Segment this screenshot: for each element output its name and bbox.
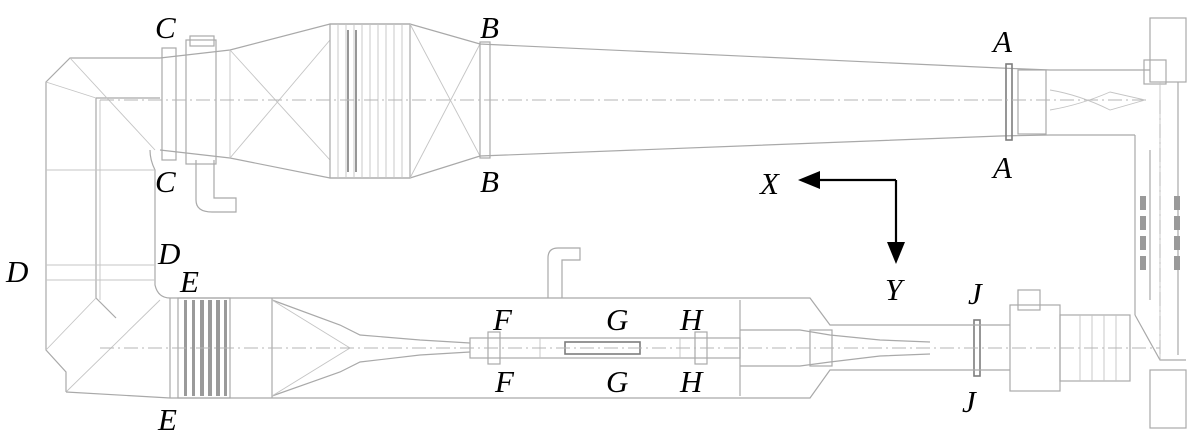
label-f-bottom: F (494, 364, 515, 399)
label-c-bottom: C (155, 164, 176, 199)
coordinate-axes: X Y (758, 166, 905, 307)
label-c-top: C (155, 10, 176, 45)
y-axis-arrowhead (887, 242, 905, 264)
label-e-bottom: E (157, 402, 177, 437)
honeycomb-grid (337, 24, 403, 178)
label-h-top: H (679, 302, 704, 337)
label-g-top: G (606, 302, 628, 337)
test-section-leg (100, 247, 1160, 399)
label-a-top: A (991, 24, 1013, 59)
right-return-duct (1049, 17, 1187, 429)
label-d-right: D (157, 236, 180, 271)
label-e-top: E (179, 264, 199, 299)
x-axis-label: X (758, 166, 780, 201)
label-a-bottom: A (991, 150, 1013, 185)
label-h-bottom: H (679, 364, 704, 399)
label-d-left: D (5, 254, 28, 289)
label-f-top: F (492, 302, 513, 337)
right-fan-blocks (1140, 196, 1180, 270)
section-labels: C C B B A A D D E E F F G G H H J J (5, 10, 1013, 437)
label-g-bottom: G (606, 364, 628, 399)
label-j-top: J (968, 276, 983, 311)
x-axis-arrowhead (798, 171, 820, 189)
upper-return-duct (100, 23, 1150, 213)
label-b-bottom: B (480, 164, 499, 199)
label-j-bottom: J (962, 384, 977, 419)
label-b-top: B (480, 10, 499, 45)
y-axis-label: Y (885, 272, 905, 307)
circuit-outline (45, 57, 171, 399)
